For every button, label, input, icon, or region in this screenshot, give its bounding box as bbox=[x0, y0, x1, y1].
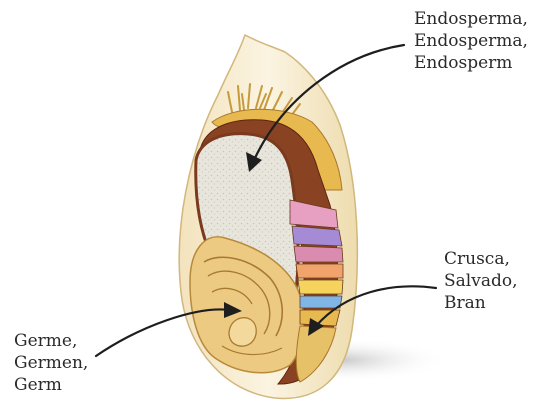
germ-label-line: Germen, bbox=[14, 352, 88, 374]
germ-label-line: Germ bbox=[14, 374, 88, 396]
bran-label-line: Bran bbox=[444, 292, 517, 314]
germ-label-line: Germe, bbox=[14, 330, 88, 352]
endosperm-label: Endosperma, Endosperma, Endosperm bbox=[414, 8, 528, 74]
endosperm-label-line: Endosperm bbox=[414, 52, 528, 74]
endosperm-label-line: Endosperma, bbox=[414, 8, 528, 30]
bran-label-line: Salvado, bbox=[444, 270, 517, 292]
bran-label-line: Crusca, bbox=[444, 248, 517, 270]
germ-label: Germe, Germen, Germ bbox=[14, 330, 88, 396]
endosperm-label-line: Endosperma, bbox=[414, 30, 528, 52]
bran-label: Crusca, Salvado, Bran bbox=[444, 248, 517, 314]
